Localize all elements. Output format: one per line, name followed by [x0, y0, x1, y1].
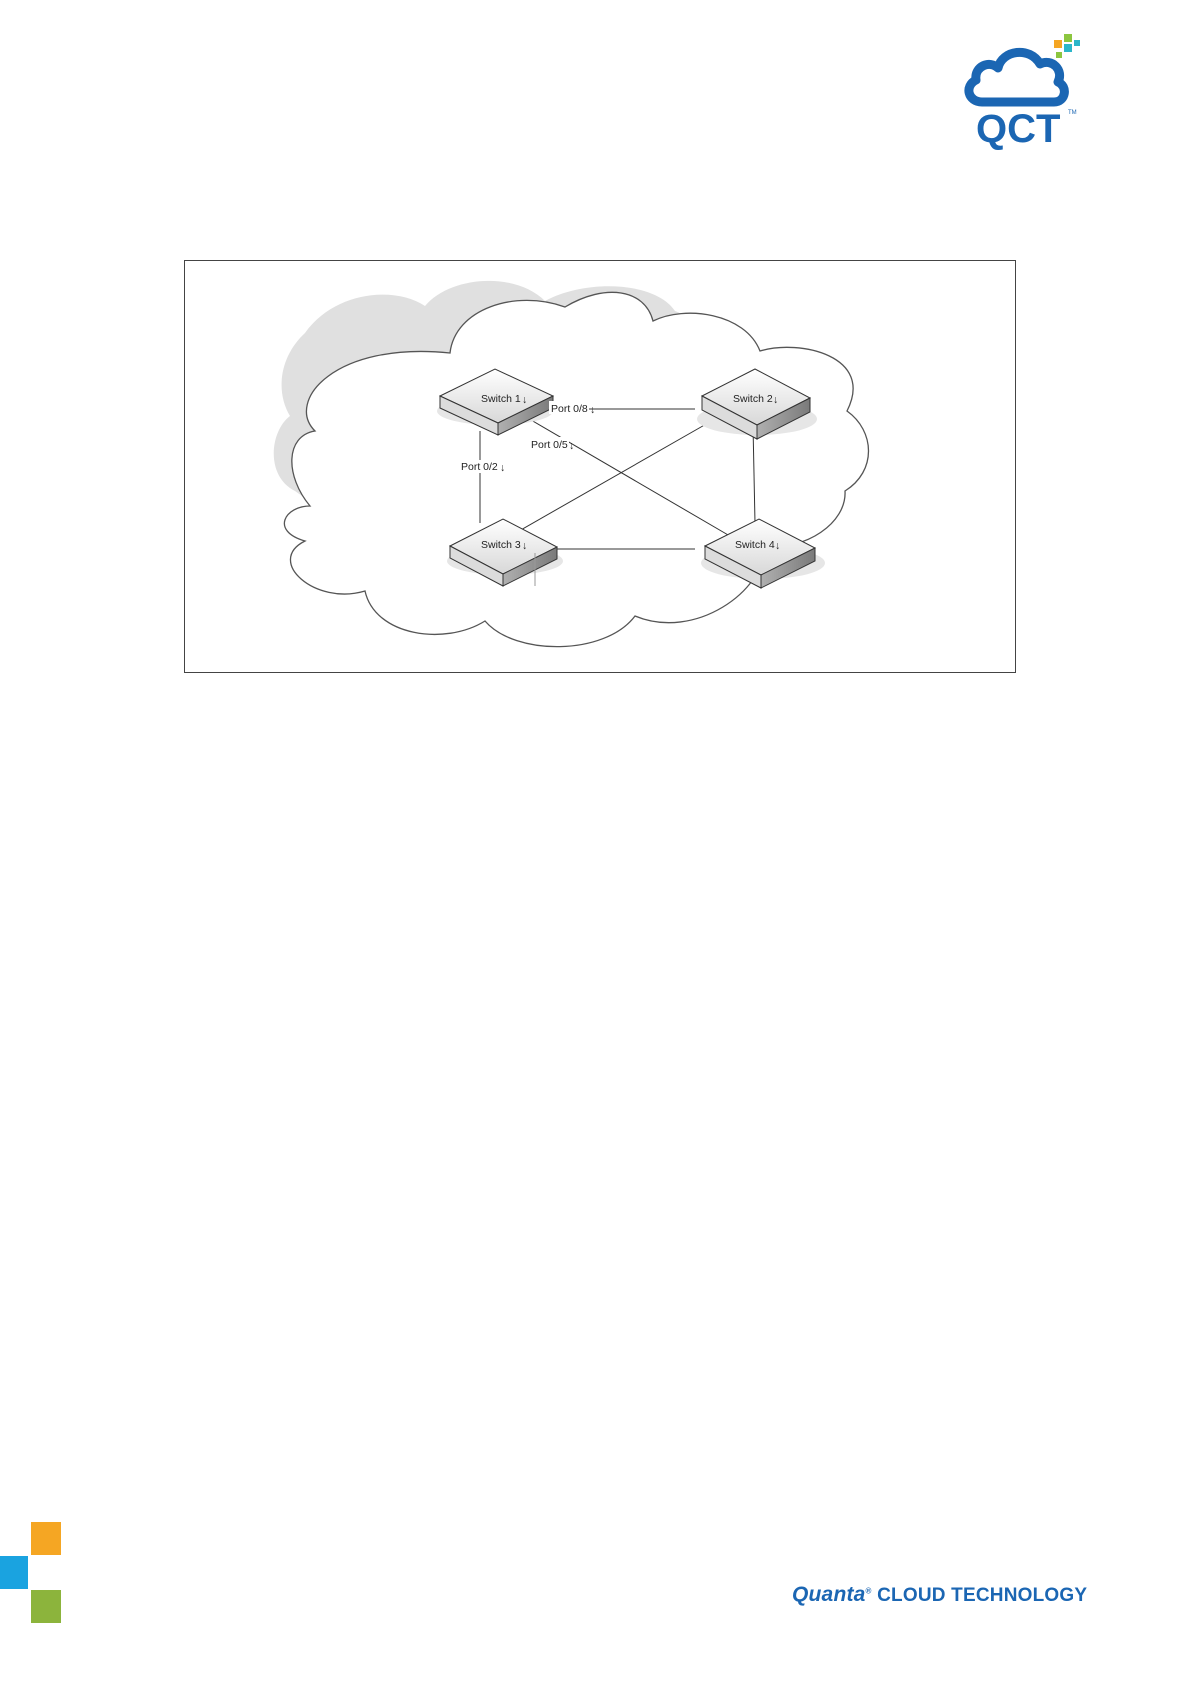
network-diagram-figure: Switch 1 ↓ Switch 2 ↓ Switch 3 ↓	[184, 260, 1016, 673]
brand-trademark: ®	[866, 1587, 872, 1596]
paragraph-mark: ↓	[522, 540, 527, 552]
network-diagram: Switch 1 ↓ Switch 2 ↓ Switch 3 ↓	[185, 261, 1017, 674]
port-label-0-5: Port 0/5	[531, 439, 568, 451]
switch-2-label: Switch 2	[733, 393, 773, 405]
switch-1-label: Switch 1	[481, 393, 521, 405]
qct-cloud-logo-icon: QCT TM	[960, 30, 1090, 150]
blue-square-icon	[0, 1556, 28, 1589]
paragraph-mark: ↓	[773, 394, 778, 406]
qct-logo-tm: TM	[1068, 110, 1077, 116]
paragraph-mark: ↓	[775, 540, 780, 552]
orange-square-icon	[31, 1522, 61, 1555]
switch-4-label: Switch 4	[735, 539, 775, 551]
paragraph-mark: ↓	[569, 440, 574, 452]
paragraph-mark: ↓	[590, 404, 595, 416]
brand-script: Quanta	[792, 1583, 866, 1606]
qct-logo: QCT TM	[960, 30, 1090, 150]
paragraph-mark: ↓	[500, 462, 505, 474]
brand-rest: CLOUD TECHNOLOGY	[877, 1585, 1087, 1606]
switch-3-label: Switch 3	[481, 539, 521, 551]
corner-squares-decoration	[0, 1522, 64, 1626]
green-square-icon	[31, 1590, 61, 1623]
paragraph-mark: ↓	[522, 394, 527, 406]
port-label-0-8: Port 0/8	[551, 403, 588, 415]
qct-logo-text: QCT	[976, 107, 1060, 150]
footer-brand: Quanta® CLOUD TECHNOLOGY	[792, 1583, 1087, 1607]
port-label-0-2: Port 0/2	[461, 461, 498, 473]
